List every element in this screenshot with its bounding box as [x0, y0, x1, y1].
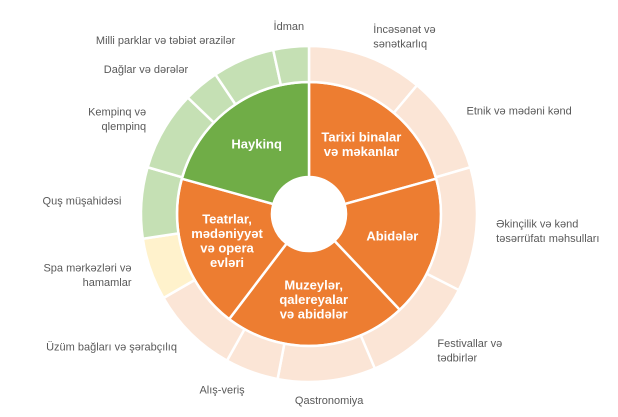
outer-label-etnik-v-m-d-ni-k-nd: Etnik və mədəni kənd	[467, 105, 572, 117]
outer-segment-quş-müşahid-si	[139, 166, 184, 240]
outer-ring	[139, 44, 479, 384]
outer-segment-i-dman	[271, 44, 311, 87]
outer-label-dağlar-v-d-r-l-r: Dağlar və dərələr	[104, 64, 189, 76]
outer-label-milli-parklar-v-t-bi-t-razil-r: Milli parklar və təbiət ərazilər	[96, 35, 236, 47]
inner-label-haykinq: Haykinq	[231, 137, 282, 152]
inner-label-abid-l-r: Abidələr	[366, 229, 418, 244]
outer-label-alış-veriş: Alış-veriş	[199, 385, 245, 397]
outer-label-üzüm-bağları-v-ş-rabçılıq: Üzüm bağları və şərabçılıq	[46, 342, 177, 354]
outer-label-i-dman: İdman	[274, 20, 305, 33]
outer-label-qastronomiya: Qastronomiya	[295, 395, 364, 407]
outer-label-quş-müşahid-si: Quş müşahidəsi	[43, 195, 122, 207]
